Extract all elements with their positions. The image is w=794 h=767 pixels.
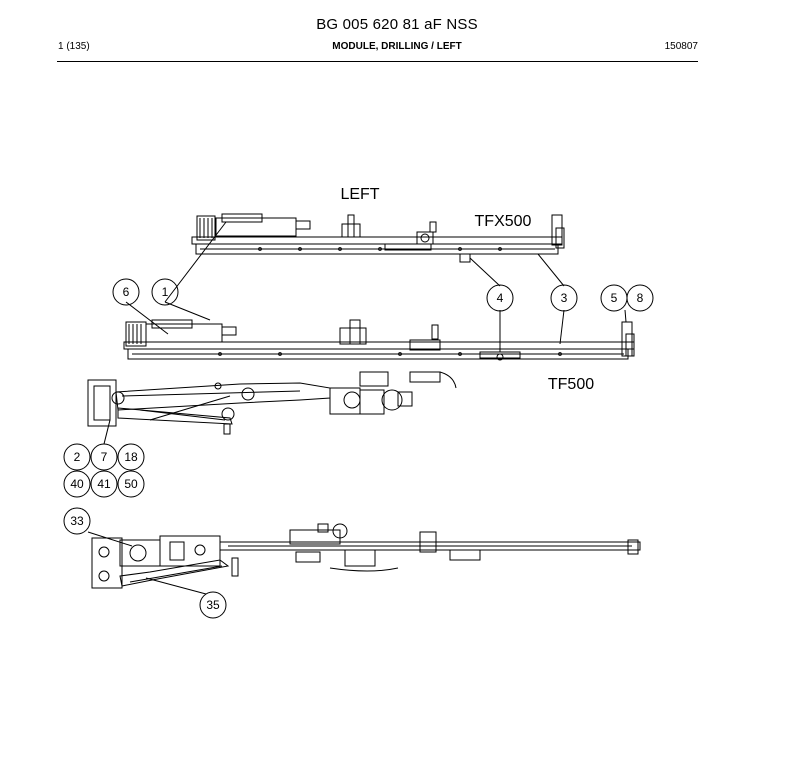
callout-8: 8 [637,291,644,305]
model-label-tf500: TF500 [548,376,594,393]
callout-33: 33 [70,514,84,528]
header-rule [57,61,698,62]
callout-2: 2 [74,450,81,464]
callout-40: 40 [70,477,84,491]
callout-1: 1 [162,285,169,299]
section-title: MODULE, DRILLING / LEFT [332,41,462,52]
model-label-tfx500: TFX500 [475,213,532,230]
lower-feed-assembly [123,319,635,361]
callout-50: 50 [124,477,138,491]
callout-6: 6 [123,285,130,299]
callout-41: 41 [97,477,111,491]
page-number: 1 (135) [58,41,90,52]
document-title: BG 005 620 81 aF NSS [316,16,478,33]
callout-18: 18 [124,450,138,464]
view-label-left: LEFT [340,186,379,203]
callout-5: 5 [611,291,618,305]
callout-7: 7 [101,450,108,464]
callout-circles [63,278,654,619]
callout-4: 4 [497,291,504,305]
callout-35: 35 [206,598,220,612]
date-code: 150807 [664,41,698,52]
upper-feed-assembly [191,213,565,263]
callout-3: 3 [561,291,568,305]
leader-lines [87,221,627,595]
boom-assembly [87,371,457,435]
top-view-assembly [91,523,641,589]
